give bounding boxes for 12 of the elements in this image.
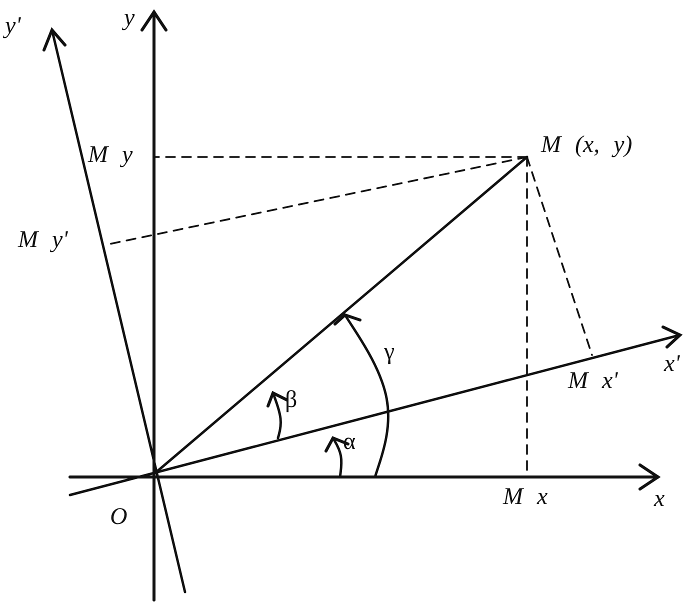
angle-label: β	[285, 388, 298, 412]
point-label: M x	[503, 485, 548, 509]
axis-label: x	[654, 487, 665, 511]
axis-label: x'	[664, 352, 680, 376]
origin-label: O	[110, 505, 128, 529]
point-label: M (x, y)	[541, 133, 632, 157]
angle-label: γ	[384, 340, 395, 364]
point-label: M y	[88, 143, 133, 167]
point-label: M y'	[18, 228, 68, 252]
axis-label: y	[124, 6, 135, 30]
point-label: M x'	[568, 369, 618, 393]
axis-label: y'	[5, 14, 21, 38]
